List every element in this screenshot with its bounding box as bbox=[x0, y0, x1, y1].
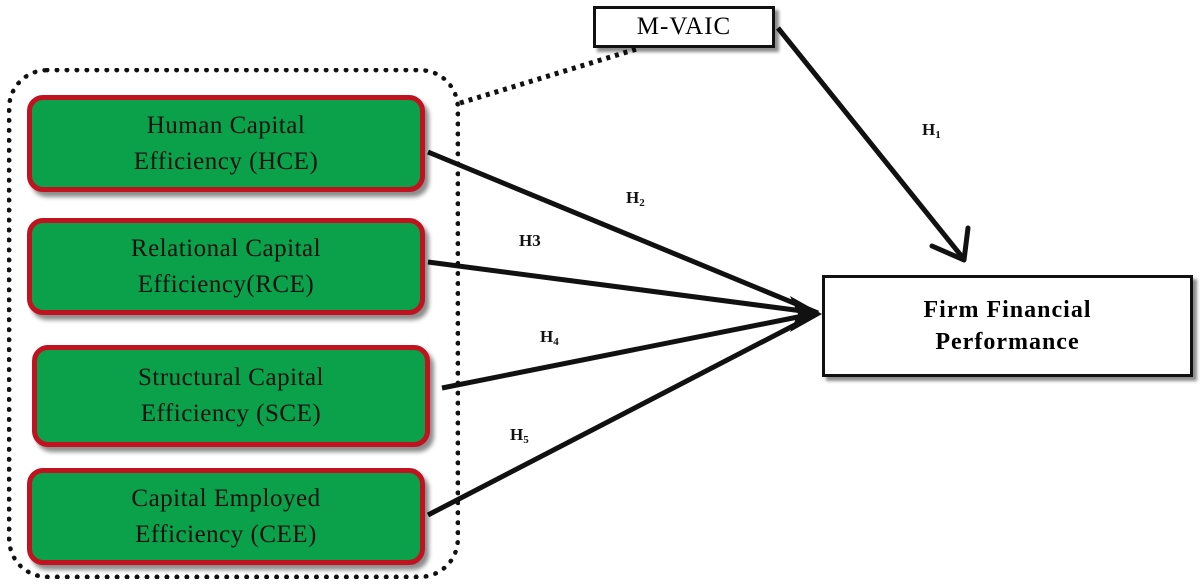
hypothesis-h3-label: H3 bbox=[519, 231, 541, 250]
firm-financial-performance-box: Firm Financial Performance bbox=[822, 275, 1193, 377]
cee-line1: Capital Employed bbox=[131, 484, 321, 512]
cee-box: Capital Employed Efficiency (CEE) bbox=[27, 468, 425, 565]
cee-line2: Efficiency (CEE) bbox=[135, 520, 317, 548]
rce-line2: Efficiency(RCE) bbox=[137, 270, 315, 298]
ffp-line2: Performance bbox=[935, 329, 1080, 355]
sce-box: Structural Capital Efficiency (SCE) bbox=[32, 345, 430, 447]
ffp-line1: Firm Financial bbox=[923, 297, 1092, 323]
hypothesis-h1-label: H1 bbox=[922, 120, 941, 141]
mvaic-box: M-VAIC bbox=[593, 6, 775, 48]
rce-box: Relational Capital Efficiency(RCE) bbox=[27, 218, 425, 315]
hce-box: Human Capital Efficiency (HCE) bbox=[27, 95, 425, 192]
hypothesis-h5-label: H5 bbox=[510, 425, 529, 446]
hypothesis-h4-label: H4 bbox=[540, 327, 559, 348]
sce-line2: Efficiency (SCE) bbox=[140, 400, 322, 427]
arrow-h2 bbox=[427, 149, 819, 316]
arrow-h3 bbox=[427, 259, 819, 316]
arrowhead-h1 bbox=[929, 225, 971, 263]
vaic-components-group bbox=[7, 68, 460, 579]
rce-line1: Relational Capital bbox=[130, 234, 322, 262]
mvaic-label: M-VAIC bbox=[636, 13, 732, 40]
hce-line2: Efficiency (HCE) bbox=[133, 147, 319, 175]
mvaic-group-link bbox=[459, 45, 641, 106]
arrow-h1 bbox=[776, 26, 965, 260]
arrowhead-ffp bbox=[790, 296, 822, 332]
arrow-h5 bbox=[426, 310, 820, 518]
arrow-h4 bbox=[441, 310, 819, 391]
hypothesis-h2-label: H2 bbox=[626, 188, 645, 209]
hce-line1: Human Capital bbox=[146, 111, 306, 139]
sce-line1: Structural Capital bbox=[137, 364, 325, 391]
